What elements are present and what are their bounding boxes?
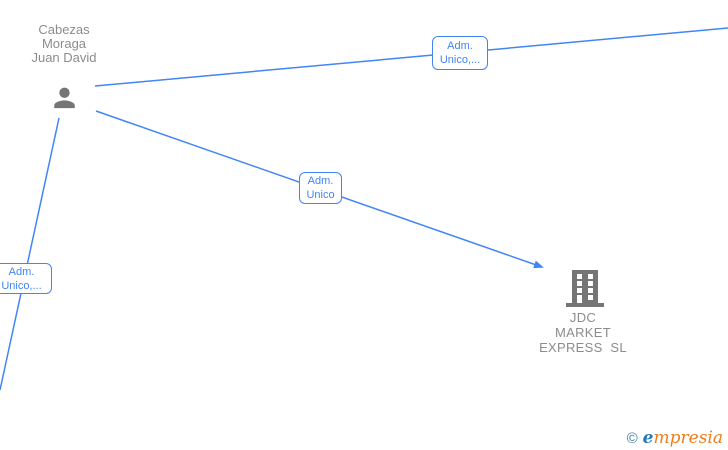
company-node-label[interactable]: JDC MARKET EXPRESS SL	[523, 310, 643, 355]
company-name-line: JDC	[569, 310, 597, 325]
copyright-icon: ©	[626, 429, 638, 447]
person-name-line: Moraga	[41, 36, 87, 51]
company-name-line: EXPRESS SL	[539, 340, 627, 355]
empresia-logo[interactable]: © empresia	[627, 429, 723, 447]
edge-label-adm-unico-left[interactable]: Adm. Unico,...	[0, 263, 52, 294]
edge-label-adm-unico-top[interactable]: Adm. Unico,...	[432, 36, 488, 70]
building-icon[interactable]	[566, 270, 604, 307]
edge-line-top	[94, 27, 728, 87]
brand-text: empresia	[643, 429, 723, 447]
edge-label-line: Adm.	[447, 40, 473, 52]
edge-label-line: Adm.	[8, 265, 35, 278]
edge-label-line: Unico,...	[439, 54, 481, 66]
edge-line-bottom-left	[0, 117, 60, 391]
edge-label-adm-unico-middle[interactable]: Adm. Unico	[299, 172, 342, 204]
edge-label-line: Unico	[306, 189, 335, 201]
edge-label-line: Unico,...	[1, 279, 42, 292]
person-icon[interactable]	[50, 83, 79, 112]
person-name-line: Cabezas	[38, 22, 90, 37]
person-name-line: Juan David	[31, 50, 97, 65]
brand-first-letter: e	[642, 428, 654, 448]
person-node-label[interactable]: Cabezas Moraga Juan David	[4, 23, 124, 65]
company-name-line: MARKET	[555, 325, 611, 340]
brand-rest: mpresia	[653, 428, 724, 448]
edge-label-line: Adm.	[307, 175, 334, 187]
